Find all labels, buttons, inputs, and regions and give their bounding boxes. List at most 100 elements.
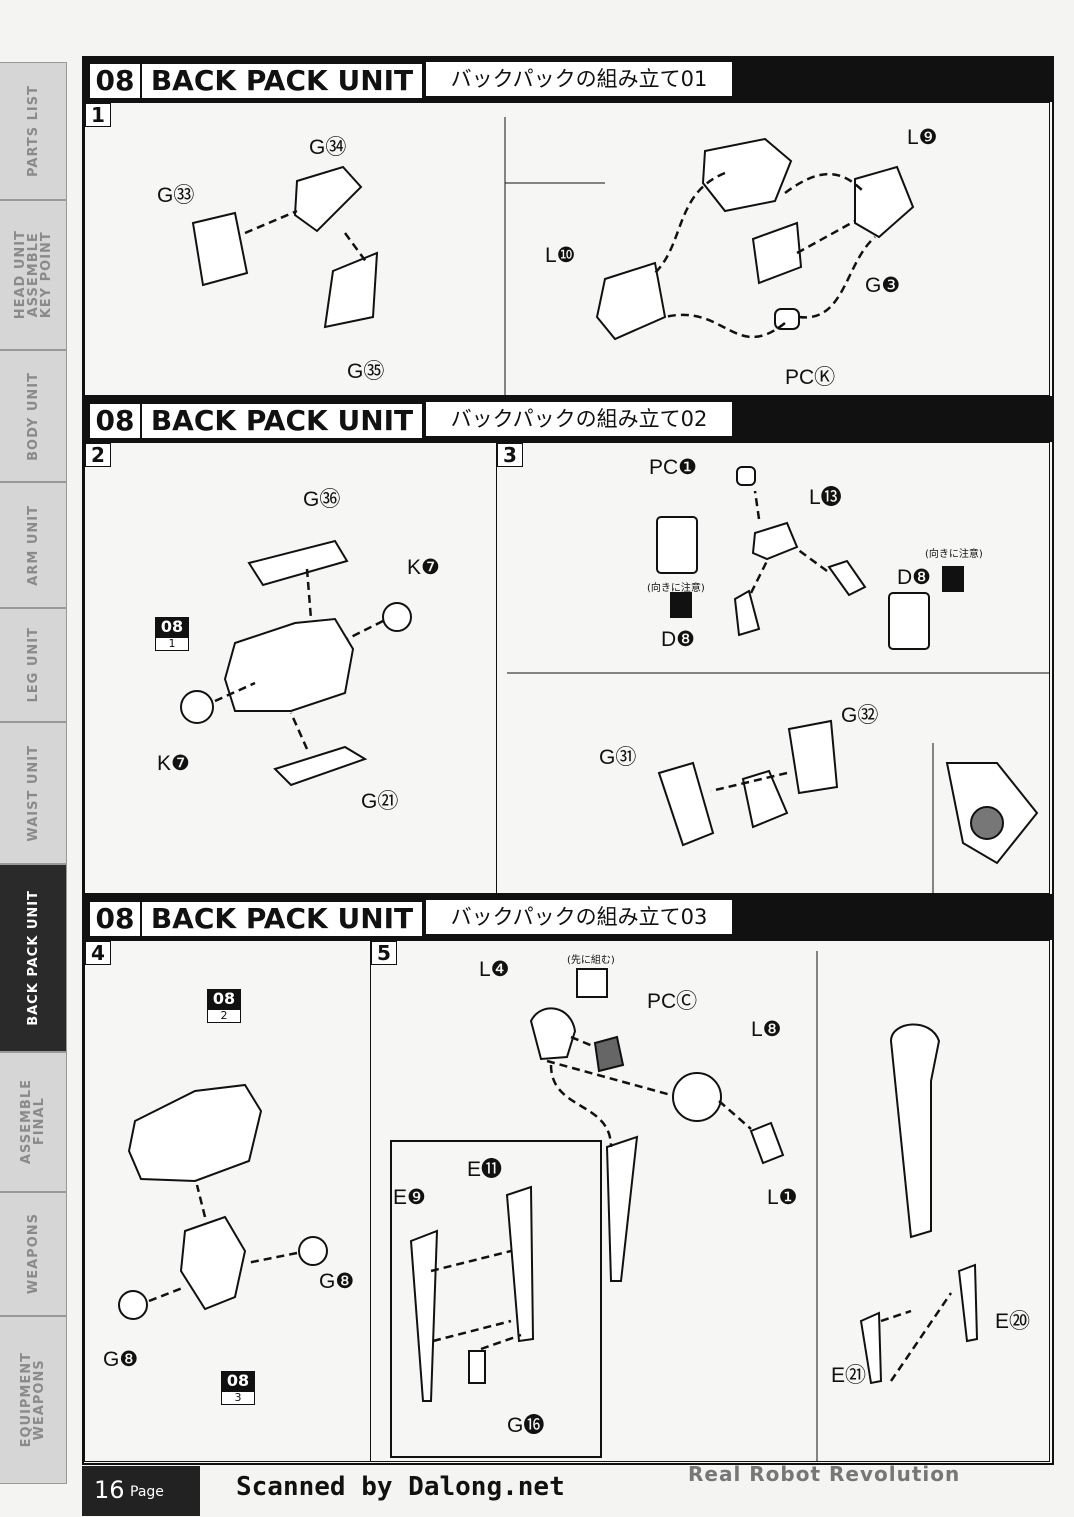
- sidebar-tab-head-unit[interactable]: HEAD UNIT ASSEMBLE KEY POINT: [0, 200, 67, 350]
- label-g31: G㉛: [599, 746, 637, 769]
- sidebar-tab-arm-unit[interactable]: ARM UNIT: [0, 482, 67, 608]
- part-fin-upper: [605, 1135, 639, 1282]
- part-g8-left: [118, 1290, 148, 1320]
- part-e21: [859, 1311, 883, 1385]
- scan-credit: Scanned by Dalong.net: [236, 1472, 565, 1502]
- label-e11: E⓫: [467, 1158, 503, 1181]
- reference-step-tag-bottom: 08 3: [221, 1371, 255, 1405]
- sidebar-tab-label: WAIST UNIT: [25, 744, 41, 842]
- label-e20: E⑳: [995, 1310, 1031, 1333]
- section-subtitle: バックパックの組み立て03: [426, 900, 732, 934]
- step-3-diagram: [507, 466, 1049, 893]
- part-k7-left: [180, 690, 214, 724]
- label-g33: G㉝: [157, 184, 195, 207]
- ref-section: 08: [207, 989, 241, 1009]
- section-subtitle: バックパックの組み立て01: [426, 62, 732, 96]
- sidebar-nav: PARTS LIST HEAD UNIT ASSEMBLE KEY POINT …: [0, 62, 70, 1484]
- label-l4: L❹: [479, 958, 510, 981]
- label-g8-right: G❽: [319, 1270, 355, 1293]
- part-g16: [468, 1350, 486, 1384]
- sidebar-tab-back-pack-unit[interactable]: BACK PACK UNIT: [0, 864, 67, 1052]
- page-number-block: 16 Page: [82, 1466, 200, 1516]
- reference-step-tag: 08 1: [155, 617, 189, 651]
- section-header-02: 08 BACK PACK UNIT バックパックの組み立て02: [82, 396, 1054, 442]
- label-k7-right: K❼: [407, 556, 440, 579]
- part-g3: [751, 221, 803, 285]
- step-4-diagram: [118, 1083, 328, 1320]
- orientation-detail-right: [888, 592, 930, 650]
- orientation-detail-left: [656, 516, 698, 574]
- step-number: 4: [85, 941, 111, 965]
- step-1-panel: 1 G㉞ G㉝ G㉟ L❾ L❿ G❸ PCⓀ: [84, 102, 1050, 396]
- sidebar-tab-body-unit[interactable]: BODY UNIT: [0, 350, 67, 482]
- ref-step: 1: [155, 637, 189, 651]
- reference-step-tag-top: 08 2: [207, 989, 241, 1023]
- sidebar-tab-label: EQUIPMENT WEAPONS: [19, 1352, 47, 1448]
- part-k7-right: [382, 602, 412, 632]
- part-backpack-assembly: [127, 1083, 263, 1183]
- part-g33: [191, 211, 249, 287]
- section-header-01: 08 BACK PACK UNIT バックパックの組み立て01: [82, 56, 1054, 102]
- label-g16: G⓰: [507, 1414, 545, 1437]
- page-label: Page: [130, 1484, 164, 1500]
- ref-section: 08: [221, 1371, 255, 1391]
- section-number: 08: [88, 62, 142, 100]
- ref-step: 3: [221, 1391, 255, 1405]
- label-d8-left: D❽: [661, 628, 695, 651]
- sidebar-tab-label: WEAPONS: [25, 1213, 41, 1295]
- part-g21: [273, 745, 368, 787]
- label-l1: L❶: [767, 1186, 798, 1209]
- part-g32: [787, 719, 839, 795]
- part-l13: [751, 521, 799, 561]
- sidebar-tab-weapons-equipment[interactable]: EQUIPMENT WEAPONS: [0, 1316, 67, 1484]
- sidebar-tab-label: LEG UNIT: [25, 627, 41, 703]
- step-number: 2: [85, 443, 111, 467]
- sidebar-tab-parts-list[interactable]: PARTS LIST: [0, 62, 67, 200]
- part-pcc: [593, 1035, 625, 1073]
- part-d8-right: [827, 559, 867, 597]
- part-l8: [672, 1072, 722, 1122]
- part-waist-joint: [741, 769, 789, 829]
- part-e11: [505, 1185, 535, 1343]
- section-title: BACK PACK UNIT: [140, 402, 424, 440]
- sidebar-tab-weapons[interactable]: WEAPONS: [0, 1192, 67, 1316]
- section-subtitle: バックパックの組み立て02: [426, 402, 732, 436]
- step-1-diagram: [191, 117, 915, 395]
- part-l4: [529, 1007, 577, 1061]
- label-g21: G㉑: [361, 790, 399, 813]
- label-g32: G㉜: [841, 704, 879, 727]
- section-title: BACK PACK UNIT: [140, 62, 424, 100]
- fin-assembly-box: [390, 1140, 602, 1458]
- caution-icon-right: [942, 566, 964, 592]
- label-l10: L❿: [545, 244, 576, 267]
- step-number: 3: [497, 443, 523, 467]
- section-header-03: 08 BACK PACK UNIT バックパックの組み立て03: [82, 894, 1054, 940]
- sidebar-tab-waist-unit[interactable]: WAIST UNIT: [0, 722, 67, 864]
- sidebar-tab-final-assemble[interactable]: ASSEMBLE FINAL: [0, 1052, 67, 1192]
- joint-highlight: [970, 806, 1004, 840]
- step-3-panel: 3 PC❶ L⓭ D❽ D❽ G㉜ G㉛ (向きに注意): [496, 442, 1050, 894]
- sidebar-tab-label: HEAD UNIT ASSEMBLE KEY POINT: [12, 230, 54, 320]
- part-e9: [409, 1229, 439, 1402]
- step-number: 1: [85, 103, 111, 127]
- part-g36: [247, 539, 349, 587]
- preassemble-detail: [576, 968, 608, 998]
- sidebar-tab-label: ASSEMBLE FINAL: [19, 1079, 47, 1165]
- label-l13: L⓭: [809, 486, 842, 509]
- step-5-panel: 5 L❹ PCⒸ: [370, 940, 1050, 1462]
- part-g35: [323, 251, 379, 329]
- sidebar-tab-leg-unit[interactable]: LEG UNIT: [0, 608, 67, 722]
- orientation-note-right: (向きに注意): [925, 549, 983, 560]
- label-k7-left: K❼: [157, 752, 190, 775]
- part-pck: [774, 308, 800, 330]
- part-e20: [957, 1263, 979, 1343]
- part-backpack-block: [223, 617, 355, 712]
- sidebar-tab-label: ARM UNIT: [25, 504, 41, 586]
- orientation-note-left: (向きに注意): [647, 583, 705, 594]
- label-l9: L❾: [907, 126, 938, 149]
- section-number: 08: [88, 402, 142, 440]
- part-g31: [657, 761, 715, 847]
- part-g34: [293, 165, 363, 233]
- sidebar-tab-label: PARTS LIST: [25, 85, 41, 177]
- label-g3: G❸: [865, 274, 901, 297]
